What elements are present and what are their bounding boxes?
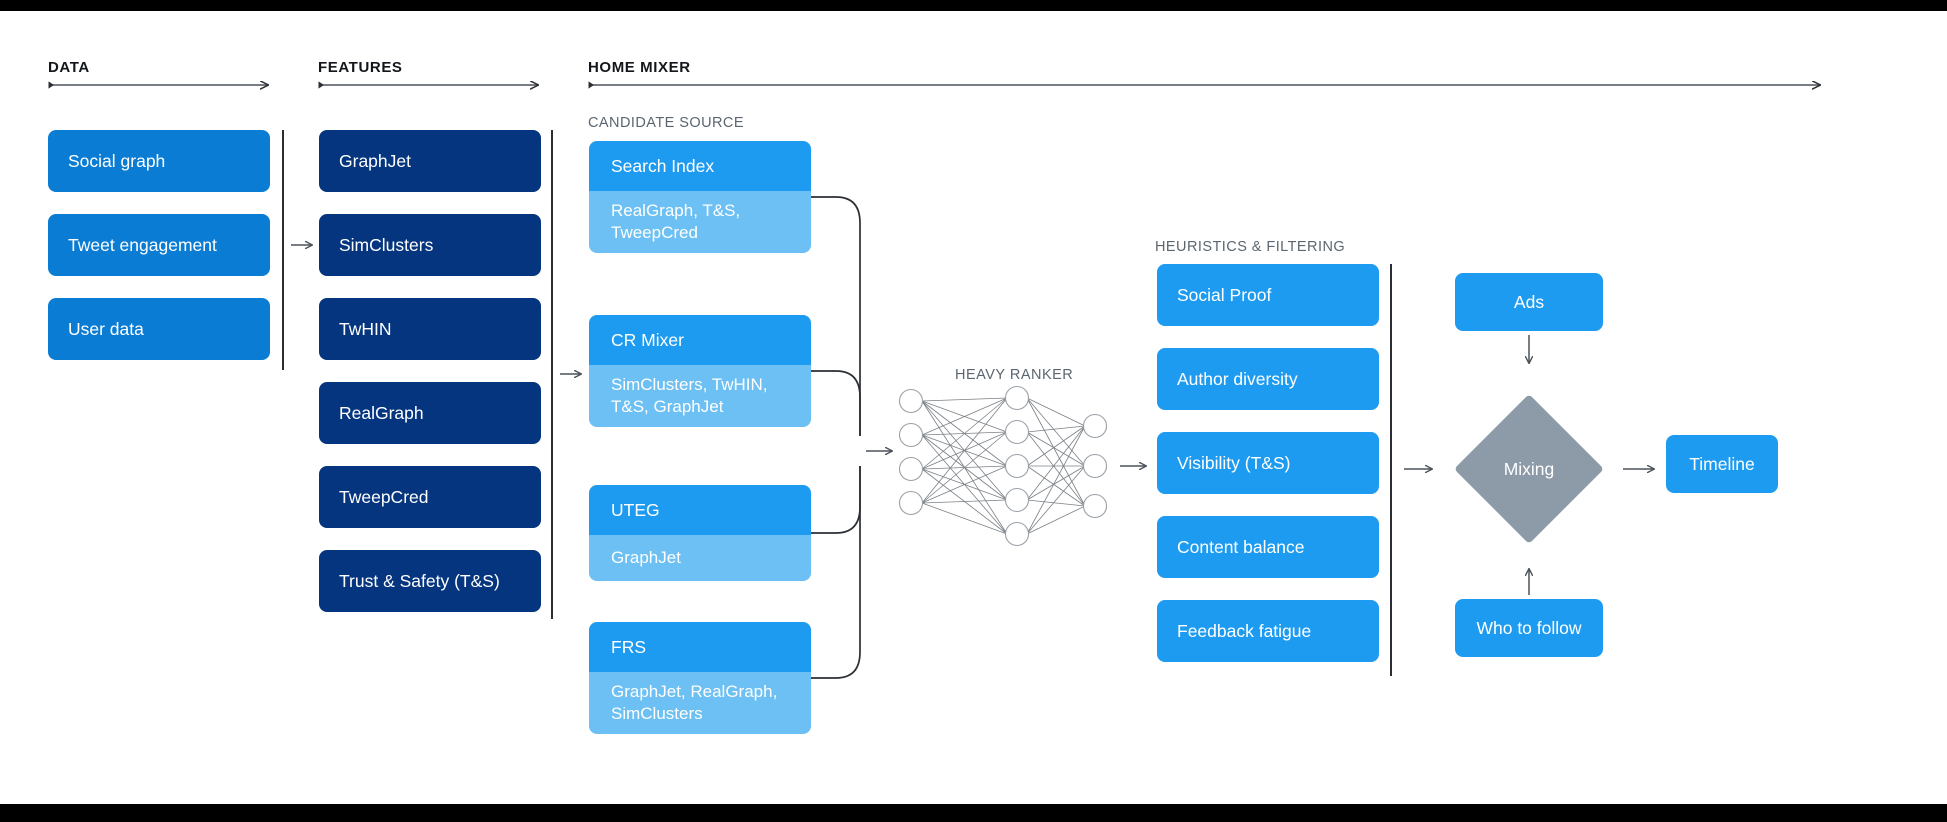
- candidate-source-merge-bracket: [811, 196, 861, 679]
- nn-output-node: [1082, 493, 1108, 519]
- mixing-label: Mixing: [1503, 458, 1555, 479]
- ads-card[interactable]: Ads: [1455, 273, 1603, 331]
- heuristic-card-label: Social Proof: [1177, 284, 1272, 305]
- feature-card-graphjet[interactable]: GraphJet: [319, 130, 541, 192]
- divider-heuristics-mixing: [1390, 264, 1392, 676]
- feature-card-label: TwHIN: [339, 318, 392, 339]
- data-card-user-data[interactable]: User data: [48, 298, 270, 360]
- heavy-ranker-network: [898, 385, 1108, 547]
- mixing-node[interactable]: Mixing: [1454, 394, 1604, 544]
- data-card-tweet-engagement[interactable]: Tweet engagement: [48, 214, 270, 276]
- candidate-source-card-uteg[interactable]: UTEG GraphJet: [589, 485, 811, 581]
- candidate-source-name: FRS: [589, 622, 811, 672]
- nn-hidden-node: [1004, 521, 1030, 547]
- heuristic-card-feedback-fatigue[interactable]: Feedback fatigue: [1157, 600, 1379, 662]
- nn-hidden-node: [1004, 385, 1030, 411]
- nn-input-node: [898, 422, 924, 448]
- feature-card-label: RealGraph: [339, 402, 424, 423]
- candidate-source-features: GraphJet, RealGraph, SimClusters: [589, 672, 811, 734]
- candidate-source-features: GraphJet: [589, 535, 811, 581]
- timeline-label: Timeline: [1689, 453, 1755, 474]
- feature-card-label: GraphJet: [339, 150, 411, 171]
- divider-data-features: [282, 130, 284, 370]
- candidate-source-features: SimClusters, TwHIN, T&S, GraphJet: [589, 365, 811, 427]
- candidate-source-name: UTEG: [589, 485, 811, 535]
- candidate-source-card-cr-mixer[interactable]: CR Mixer SimClusters, TwHIN, T&S, GraphJ…: [589, 315, 811, 427]
- feature-card-label: Trust & Safety (T&S): [339, 570, 500, 591]
- candidate-source-name: CR Mixer: [589, 315, 811, 365]
- data-card-label: User data: [68, 318, 144, 339]
- connector-overlay: [0, 11, 1947, 679]
- candidate-source-features: RealGraph, T&S, TweepCred: [589, 191, 811, 253]
- nn-input-node: [898, 456, 924, 482]
- section-title-home-mixer: HOME MIXER: [588, 59, 691, 76]
- diagram-canvas: DATA FEATURES HOME MIXER CANDIDATE SOURC…: [0, 11, 1947, 804]
- heuristic-card-author-diversity[interactable]: Author diversity: [1157, 348, 1379, 410]
- feature-card-tweepcred[interactable]: TweepCred: [319, 466, 541, 528]
- data-card-label: Tweet engagement: [68, 234, 217, 255]
- feature-card-simclusters[interactable]: SimClusters: [319, 214, 541, 276]
- subsection-title-heuristics: HEURISTICS & FILTERING: [1155, 239, 1346, 255]
- timeline-card[interactable]: Timeline: [1666, 435, 1778, 493]
- ads-label: Ads: [1513, 291, 1545, 312]
- nn-input-node: [898, 388, 924, 414]
- divider-features-home-mixer: [551, 130, 553, 619]
- section-title-features: FEATURES: [318, 59, 403, 76]
- candidate-source-name: Search Index: [589, 141, 811, 191]
- who-to-follow-label: Who to follow: [1476, 617, 1582, 638]
- data-card-social-graph[interactable]: Social graph: [48, 130, 270, 192]
- candidate-source-card-search-index[interactable]: Search Index RealGraph, T&S, TweepCred: [589, 141, 811, 253]
- subsection-title-heavy-ranker: HEAVY RANKER: [955, 367, 1074, 383]
- feature-card-label: SimClusters: [339, 234, 434, 255]
- heuristic-card-content-balance[interactable]: Content balance: [1157, 516, 1379, 578]
- feature-card-realgraph[interactable]: RealGraph: [319, 382, 541, 444]
- who-to-follow-card[interactable]: Who to follow: [1455, 599, 1603, 657]
- feature-card-trust-safety[interactable]: Trust & Safety (T&S): [319, 550, 541, 612]
- data-card-label: Social graph: [68, 150, 166, 171]
- heuristic-card-label: Content balance: [1177, 536, 1305, 557]
- heuristic-card-label: Feedback fatigue: [1177, 620, 1312, 641]
- subsection-title-candidate-source: CANDIDATE SOURCE: [588, 115, 744, 131]
- nn-hidden-node: [1004, 453, 1030, 479]
- nn-hidden-node: [1004, 419, 1030, 445]
- heuristic-card-social-proof[interactable]: Social Proof: [1157, 264, 1379, 326]
- section-title-data: DATA: [48, 59, 90, 76]
- feature-card-label: TweepCred: [339, 486, 429, 507]
- heuristic-card-label: Visibility (T&S): [1177, 452, 1291, 473]
- heuristic-card-visibility[interactable]: Visibility (T&S): [1157, 432, 1379, 494]
- feature-card-twhin[interactable]: TwHIN: [319, 298, 541, 360]
- nn-output-node: [1082, 413, 1108, 439]
- nn-output-node: [1082, 453, 1108, 479]
- candidate-source-card-frs[interactable]: FRS GraphJet, RealGraph, SimClusters: [589, 622, 811, 734]
- nn-hidden-node: [1004, 487, 1030, 513]
- heuristic-card-label: Author diversity: [1177, 368, 1298, 389]
- nn-input-node: [898, 490, 924, 516]
